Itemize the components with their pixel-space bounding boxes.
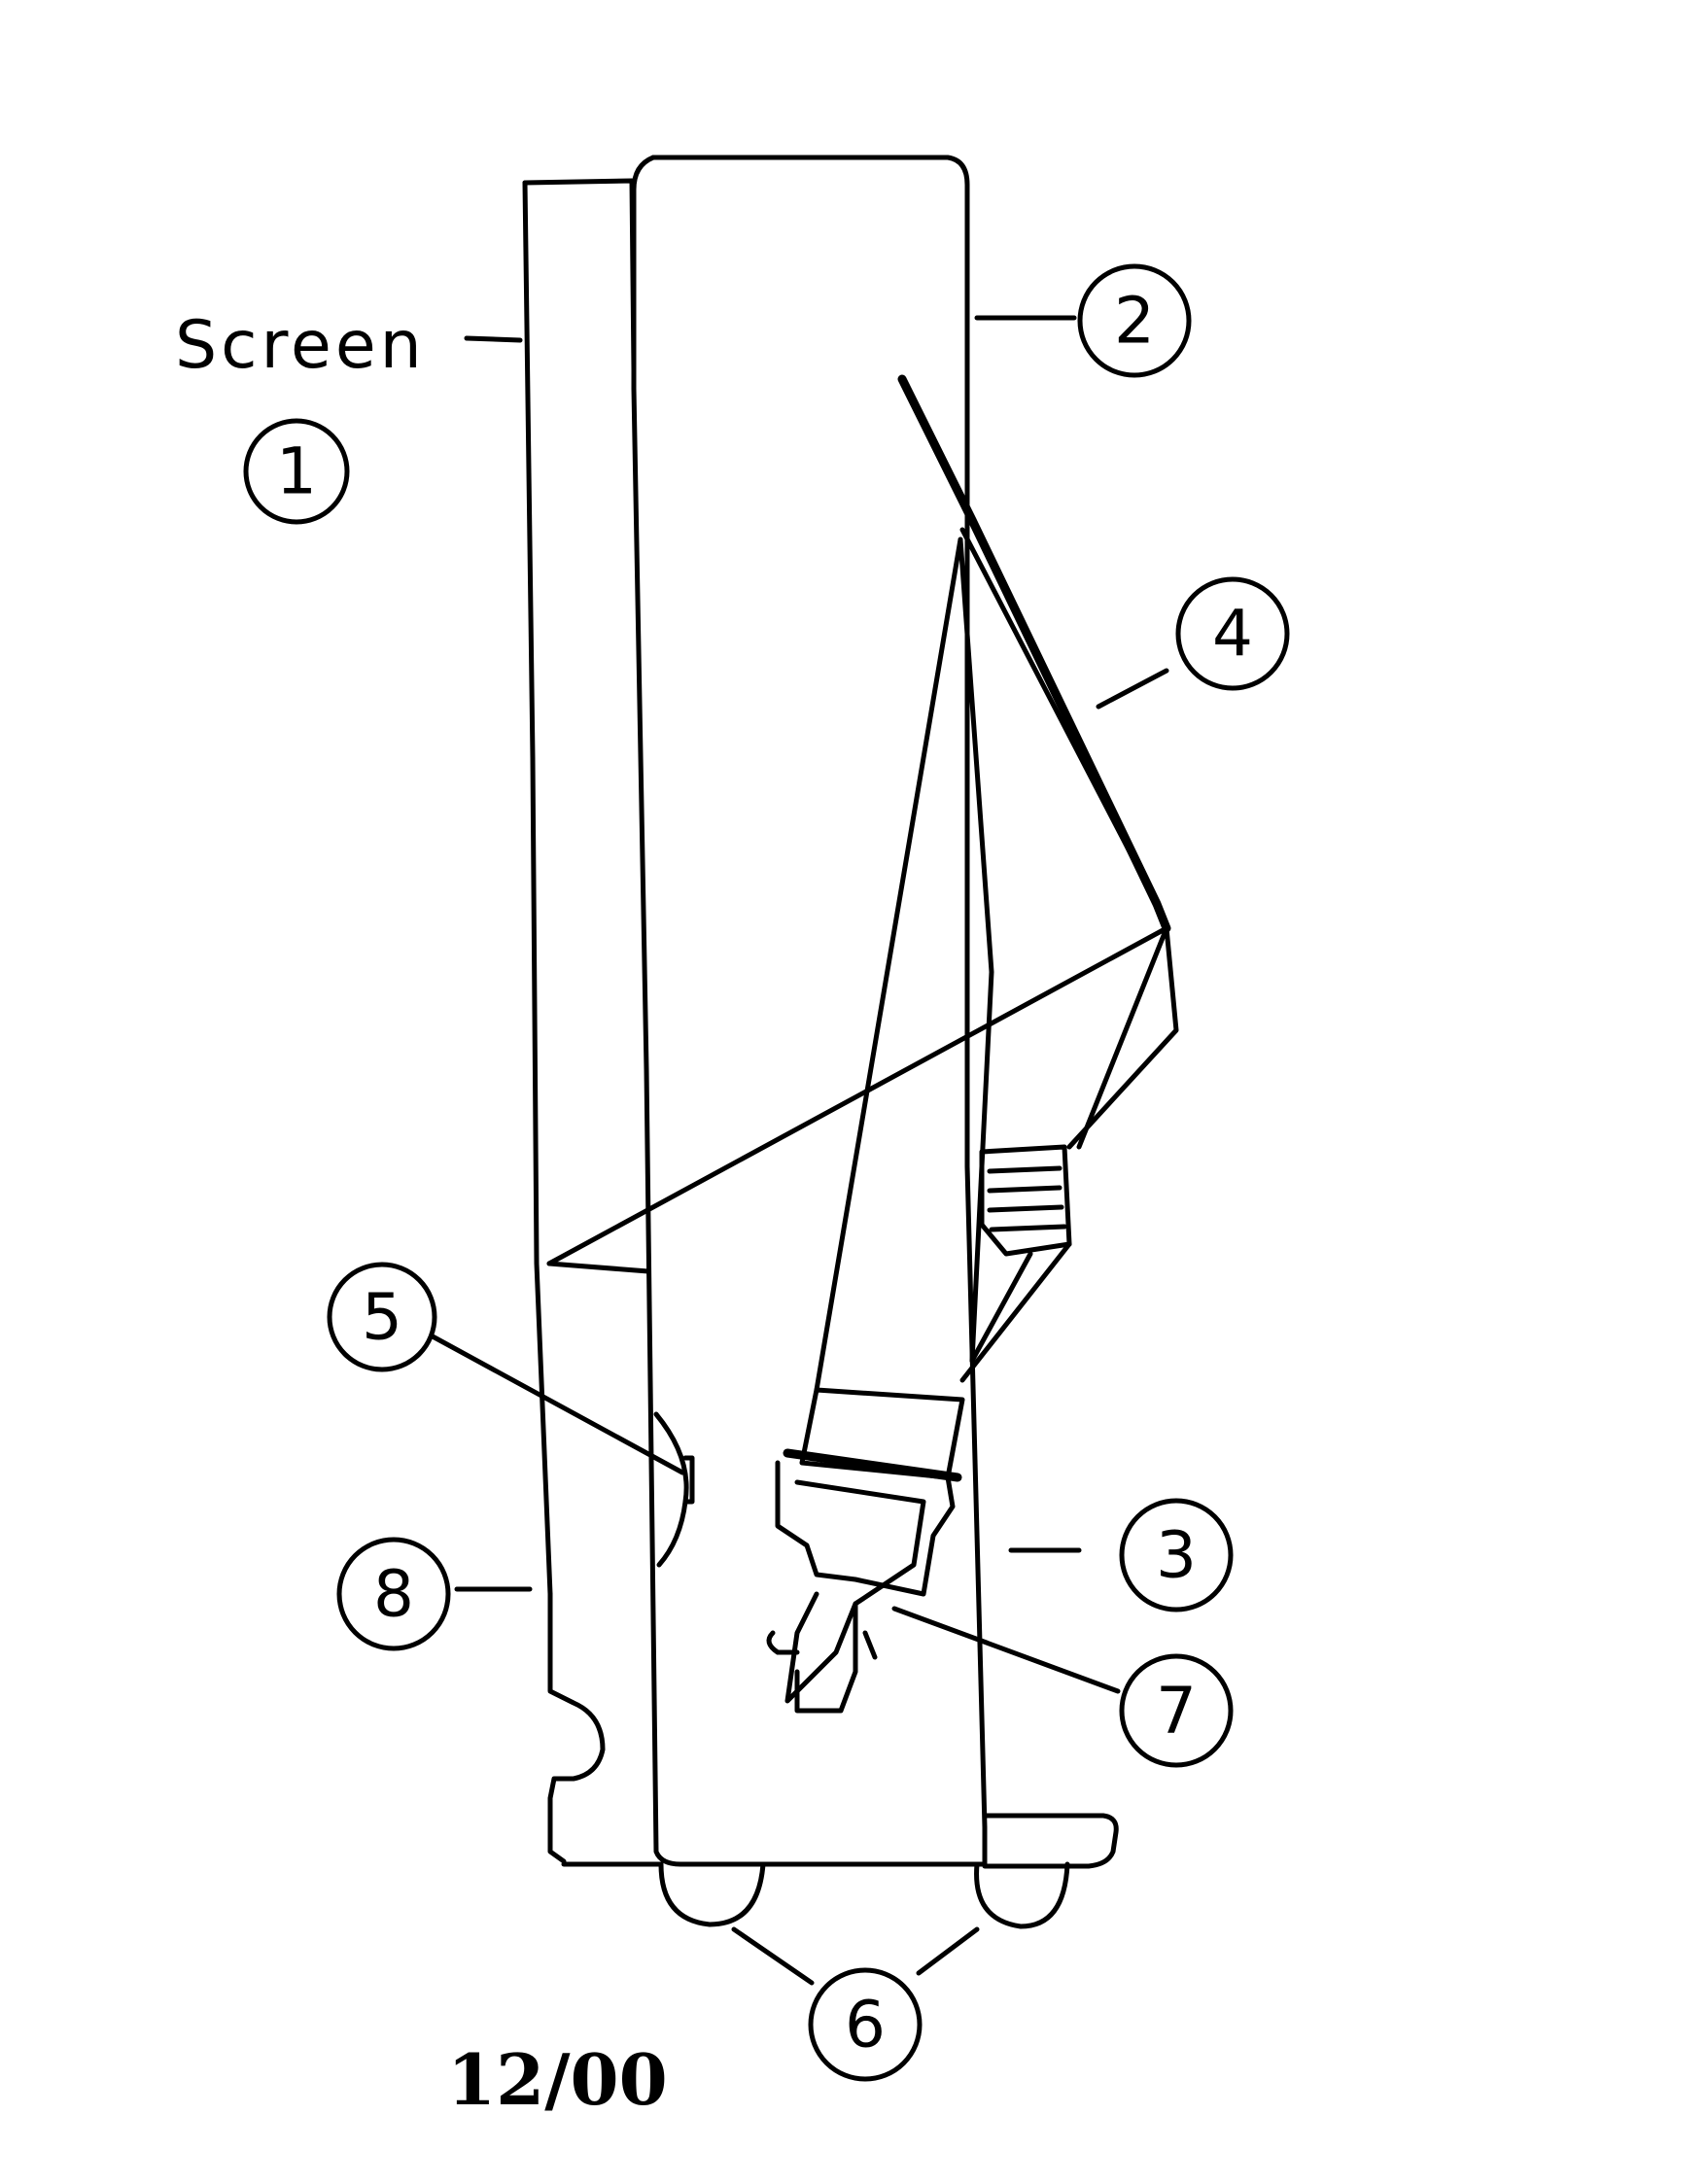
cabinet-body xyxy=(561,155,1119,1869)
footer-code: 12/00 xyxy=(447,2038,668,2121)
callout-number: 6 xyxy=(845,1988,886,2063)
callout-7: 7 xyxy=(1119,1653,1234,1768)
callout-5: 5 xyxy=(327,1262,437,1372)
callout-number: 2 xyxy=(1114,284,1155,359)
callout-number: 1 xyxy=(276,434,317,509)
callout-3: 3 xyxy=(1119,1498,1234,1612)
callout-number: 8 xyxy=(373,1557,414,1632)
projector-head-7 xyxy=(766,1387,965,1714)
wheels xyxy=(658,1861,1070,1929)
control-panel-5 xyxy=(653,1411,695,1568)
callout-number: 5 xyxy=(362,1280,402,1355)
lens-assembly xyxy=(959,1144,1072,1383)
screen-panel xyxy=(522,178,637,1864)
callout-number: 7 xyxy=(1156,1674,1197,1749)
leader-lines xyxy=(430,315,1169,1986)
callout-8: 8 xyxy=(336,1537,451,1651)
mirror-4 xyxy=(897,374,1171,933)
callout-1: 1 xyxy=(243,418,350,525)
callout-number: 3 xyxy=(1156,1518,1197,1593)
callout-4: 4 xyxy=(1175,576,1290,691)
callout-6: 6 xyxy=(808,1967,923,2082)
callout-number: 4 xyxy=(1212,597,1253,672)
screen-label: Screen xyxy=(175,307,426,384)
callout-2: 2 xyxy=(1077,263,1192,378)
light-path xyxy=(546,537,1179,1393)
